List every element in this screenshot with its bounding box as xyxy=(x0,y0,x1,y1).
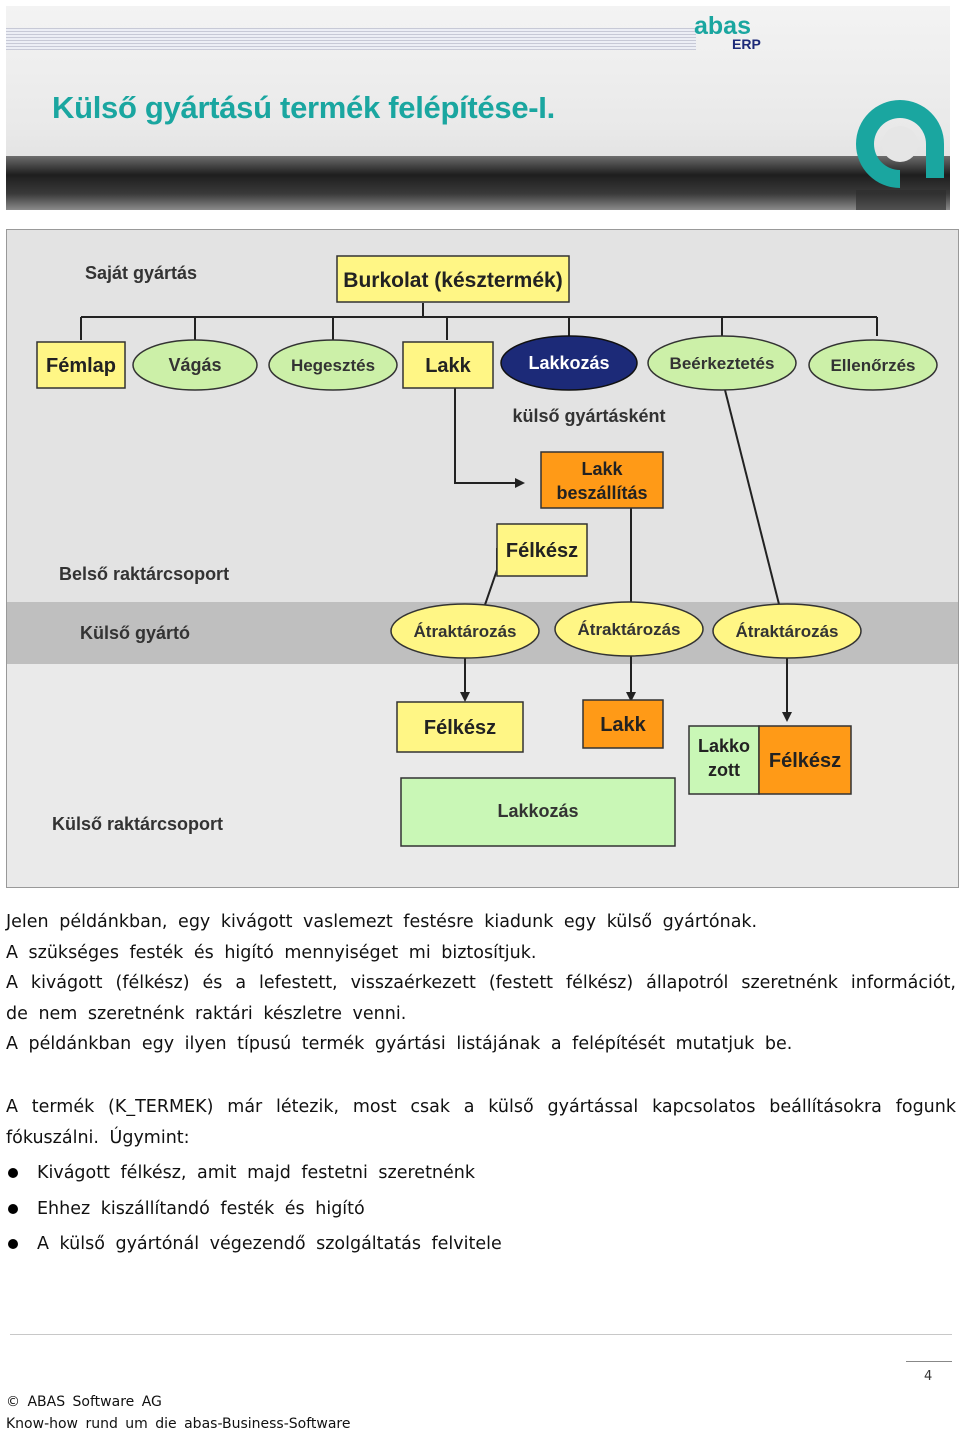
label-ellenorzes: Ellenőrzés xyxy=(830,356,915,375)
page-number-rule xyxy=(906,1361,952,1362)
logo-text: abas xyxy=(694,12,751,40)
box-ext-lakk xyxy=(582,699,664,749)
label-hegesztes: Hegesztés xyxy=(291,356,375,375)
header-dark-band xyxy=(6,156,950,210)
product-code: K_TERMEK xyxy=(114,1097,207,1117)
header-banner: Külső gyártású termék felépítése-I. abas… xyxy=(6,6,950,210)
label-own-production: Saját gyártás xyxy=(85,263,197,283)
box-lacquered xyxy=(688,725,760,795)
label-beerkeztetes: Beérkeztetés xyxy=(670,354,775,373)
abas-erp-logo: abas ERP xyxy=(694,12,761,52)
box-ext-semi xyxy=(396,701,524,753)
label-external-note: külső gyártásként xyxy=(512,406,665,426)
page-number: 4 xyxy=(924,1369,933,1384)
box-femlap xyxy=(36,341,126,389)
focus-text-pre: A termék ( xyxy=(6,1097,115,1117)
label-transfer-1: Átraktározás xyxy=(414,622,517,641)
ellipse-beerkeztetes xyxy=(647,335,797,391)
intro-line-1: Jelen példánkban, egy kivágott vaslemezt… xyxy=(6,912,758,932)
bullet-list: Kivágott félkész, amit majd festetni sze… xyxy=(6,1160,502,1267)
box-semi-internal xyxy=(496,523,588,577)
label-transfer-2: Átraktározás xyxy=(578,620,681,639)
label-ext-semi: Félkész xyxy=(424,717,496,739)
ellipse-hegesztes xyxy=(268,339,398,391)
label-femlap: Fémlap xyxy=(46,355,116,377)
bullet-item: A külső gyártónál végezendő szolgáltatás… xyxy=(6,1231,502,1267)
focus-paragraph: A termék (K_TERMEK) már létezik, most cs… xyxy=(6,1092,956,1153)
production-structure-diagram: Saját gyártás Belső raktárcsoport Külső … xyxy=(6,229,959,888)
page-title: Külső gyártású termék felépítése-I. xyxy=(52,90,555,125)
label-lakk: Lakk xyxy=(425,355,471,377)
box-ext-process xyxy=(400,777,676,847)
abas-a-logo-icon xyxy=(856,100,946,210)
label-lakk-delivery-1: Lakk xyxy=(581,459,623,479)
label-internal-stock: Belső raktárcsoport xyxy=(59,564,229,584)
intro-paragraph: Jelen példánkban, egy kivágott vaslemezt… xyxy=(6,907,956,1060)
bullet-item: Kivágott félkész, amit majd festetni sze… xyxy=(6,1160,502,1196)
ellipse-transfer-3 xyxy=(712,603,862,659)
label-ext-semi-2: Félkész xyxy=(769,750,841,772)
focus-text-post: ) már létezik, most csak a külső gyártás… xyxy=(6,1097,956,1148)
box-ext-semi-2 xyxy=(758,725,852,795)
bullet-item: Ehhez kiszállítandó festék és higító xyxy=(6,1196,502,1232)
footer-text: © ABAS Software AG Know-how rund um die … xyxy=(6,1391,351,1435)
copyright: © ABAS Software AG xyxy=(6,1394,162,1410)
ellipse-ellenorzes xyxy=(808,339,938,391)
label-lakkozas: Lakkozás xyxy=(528,353,609,373)
label-lacquered-2: zott xyxy=(708,760,740,780)
label-ext-lakk: Lakk xyxy=(600,714,646,736)
ellipse-transfer-1 xyxy=(390,603,540,659)
box-lakk xyxy=(402,341,494,389)
intro-line-3: A kivágott (félkész) és a lefestett, vis… xyxy=(6,973,956,1024)
root-label: Burkolat (késztermék) xyxy=(343,269,562,292)
label-lacquered-1: Lakko xyxy=(698,736,750,756)
diagram-svg: Saját gyártás Belső raktárcsoport Külső … xyxy=(7,230,958,887)
box-lakk-delivery xyxy=(540,451,664,509)
ellipse-lakkozas xyxy=(500,335,638,391)
ellipse-transfer-2 xyxy=(554,601,704,657)
root-box xyxy=(336,255,570,303)
logo-subtext: ERP xyxy=(732,36,761,52)
label-external-stock: Külső raktárcsoport xyxy=(52,814,223,834)
tree-connectors xyxy=(80,303,878,340)
label-transfer-3: Átraktározás xyxy=(736,622,839,641)
label-lakk-delivery-2: beszállítás xyxy=(556,483,647,503)
tagline: Know-how rund um die abas-Business-Softw… xyxy=(6,1416,351,1432)
intro-line-2: A szükséges festék és higító mennyiséget… xyxy=(6,942,537,963)
footer-divider xyxy=(10,1334,952,1335)
ellipse-vagas xyxy=(132,339,258,391)
label-vagas: Vágás xyxy=(168,355,221,375)
label-ext-process: Lakkozás xyxy=(497,801,578,821)
header-stripes xyxy=(6,28,696,50)
intro-line-4: A példánkban egy ilyen típusú termék gyá… xyxy=(6,1034,793,1055)
label-external-supplier: Külső gyártó xyxy=(80,623,190,643)
label-semi-internal: Félkész xyxy=(506,540,578,562)
